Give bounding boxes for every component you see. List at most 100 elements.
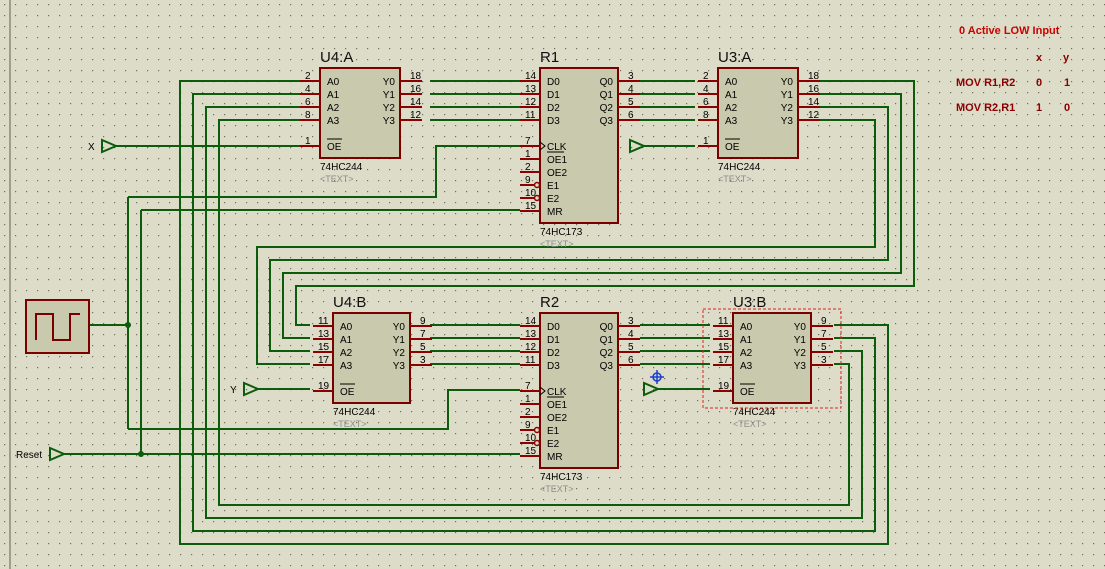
pin-number: 6: [703, 97, 709, 108]
pin-label: Q1: [600, 335, 614, 346]
square-wave-icon: [35, 313, 80, 341]
pin-label: Y3: [383, 116, 396, 127]
chip-name: R2: [540, 294, 559, 311]
wire[interactable]: [128, 389, 520, 430]
pin-number: 2: [525, 407, 531, 418]
chip-u3a[interactable]: U3:A2A018Y04A116Y16A214Y28A312Y31OE74HC2…: [698, 49, 820, 184]
pin-label: E1: [547, 426, 560, 437]
part-number: 74HC173: [540, 472, 583, 483]
pin-label: D2: [547, 348, 560, 359]
pin-number: 4: [628, 84, 634, 95]
pin-number: 12: [808, 110, 820, 121]
pin-label: Y1: [393, 335, 406, 346]
property-text: <TEXT>: [540, 239, 574, 249]
terminal-reset[interactable]: Reset: [16, 446, 67, 462]
wire[interactable]: [282, 93, 902, 339]
pin-label: OE: [340, 387, 355, 398]
clock-generator[interactable]: [25, 299, 90, 354]
chip-body[interactable]: [319, 67, 401, 159]
pin-number: 17: [318, 355, 330, 366]
pin-number: 16: [410, 84, 422, 95]
chip-name: U4:A: [320, 49, 353, 66]
wire[interactable]: [128, 145, 520, 198]
pin-number: 2: [305, 71, 311, 82]
pin-label: Y3: [781, 116, 794, 127]
pin-number: 5: [420, 342, 426, 353]
pin-number: 11: [318, 316, 329, 327]
pin-label: A0: [740, 322, 753, 333]
ground-terminal-u3b[interactable]: [643, 381, 661, 397]
wire-junction: [138, 451, 144, 457]
pin-label: D0: [547, 322, 560, 333]
wire[interactable]: [205, 106, 863, 519]
selection-box[interactable]: [702, 308, 842, 409]
pin-number: 1: [525, 394, 531, 405]
pin-number: 6: [305, 97, 311, 108]
pin-label: Y0: [383, 77, 396, 88]
wire[interactable]: [218, 119, 850, 506]
chip-body[interactable]: [332, 312, 411, 404]
pin-label: Q3: [600, 361, 614, 372]
pin-number: 10: [525, 188, 537, 199]
pin-number: 18: [808, 71, 820, 82]
chip-u3b[interactable]: U3:B11A09Y013A17Y115A25Y217A33Y319OE74HC…: [713, 294, 833, 429]
chip-u4b[interactable]: U4:B11A09Y013A17Y115A25Y217A33Y319OE74HC…: [313, 294, 432, 429]
pin-number: 12: [410, 110, 422, 121]
pin-label: MR: [547, 452, 563, 463]
input-terminal-icon: [101, 138, 119, 154]
chip-r2[interactable]: R214D03Q013D14Q112D25Q211D36Q37CLK1OE12O…: [520, 294, 640, 494]
chip-name: U3:A: [718, 49, 751, 66]
terminal-x[interactable]: X: [88, 138, 119, 154]
pin-label: Q2: [600, 103, 614, 114]
pin-label: D3: [547, 116, 560, 127]
pin-number: 14: [410, 97, 422, 108]
pin-number: 9: [821, 316, 827, 327]
chip-body[interactable]: [539, 67, 619, 224]
pin-number: 4: [703, 84, 709, 95]
pin-number: 14: [525, 316, 537, 327]
pin-number: 5: [821, 342, 827, 353]
terminal-y[interactable]: Y: [230, 381, 261, 397]
pin-label: OE1: [547, 155, 567, 166]
pin-number: 1: [305, 136, 311, 147]
ground-terminal-u3a[interactable]: [629, 138, 647, 154]
chip-body[interactable]: [717, 67, 799, 159]
pin-label: E2: [547, 439, 560, 450]
truth-table-cell: 0: [1064, 102, 1070, 114]
chip-body[interactable]: [732, 312, 812, 404]
terminal-x-label: X: [88, 142, 95, 153]
clock-edge-icon: [539, 386, 546, 396]
truth-table-title: 0 Active LOW Input: [959, 25, 1060, 37]
truth-table: 0 Active LOW Input x y MOV R1,R2 0 1 MOV…: [956, 25, 1070, 114]
pin-label: A2: [740, 348, 753, 359]
pin-number: 11: [718, 316, 729, 327]
wire[interactable]: [192, 93, 876, 532]
pin-label: A1: [740, 335, 753, 346]
part-number: 74HC244: [733, 407, 776, 418]
pin-number: 14: [808, 97, 820, 108]
pin-label: Y2: [794, 348, 807, 359]
wire[interactable]: [179, 80, 889, 545]
pin-number: 15: [718, 342, 730, 353]
pin-label: Q0: [600, 322, 614, 333]
wire[interactable]: [256, 119, 876, 365]
part-number: 74HC173: [540, 227, 583, 238]
chip-r1[interactable]: R114D03Q013D14Q112D25Q211D36Q37CLK1OE12O…: [520, 49, 640, 249]
pin-number: 7: [821, 329, 827, 340]
pin-number: 17: [718, 355, 730, 366]
pin-number: 1: [525, 149, 531, 160]
pin-label: D3: [547, 361, 560, 372]
truth-table-cell: 1: [1036, 102, 1042, 114]
pin-number: 15: [525, 201, 537, 212]
property-text: <TEXT>: [733, 419, 767, 429]
wire[interactable]: [269, 106, 889, 352]
pin-number: 12: [525, 342, 537, 353]
chip-name: U4:B: [333, 294, 366, 311]
wire[interactable]: [295, 80, 915, 326]
pin-label: Q0: [600, 77, 614, 88]
pin-label: Y1: [781, 90, 794, 101]
chip-u4a[interactable]: U4:A2A018Y04A116Y16A214Y28A312Y31OE74HC2…: [300, 49, 422, 184]
pin-label: A3: [327, 116, 340, 127]
pin-label: Y0: [781, 77, 794, 88]
